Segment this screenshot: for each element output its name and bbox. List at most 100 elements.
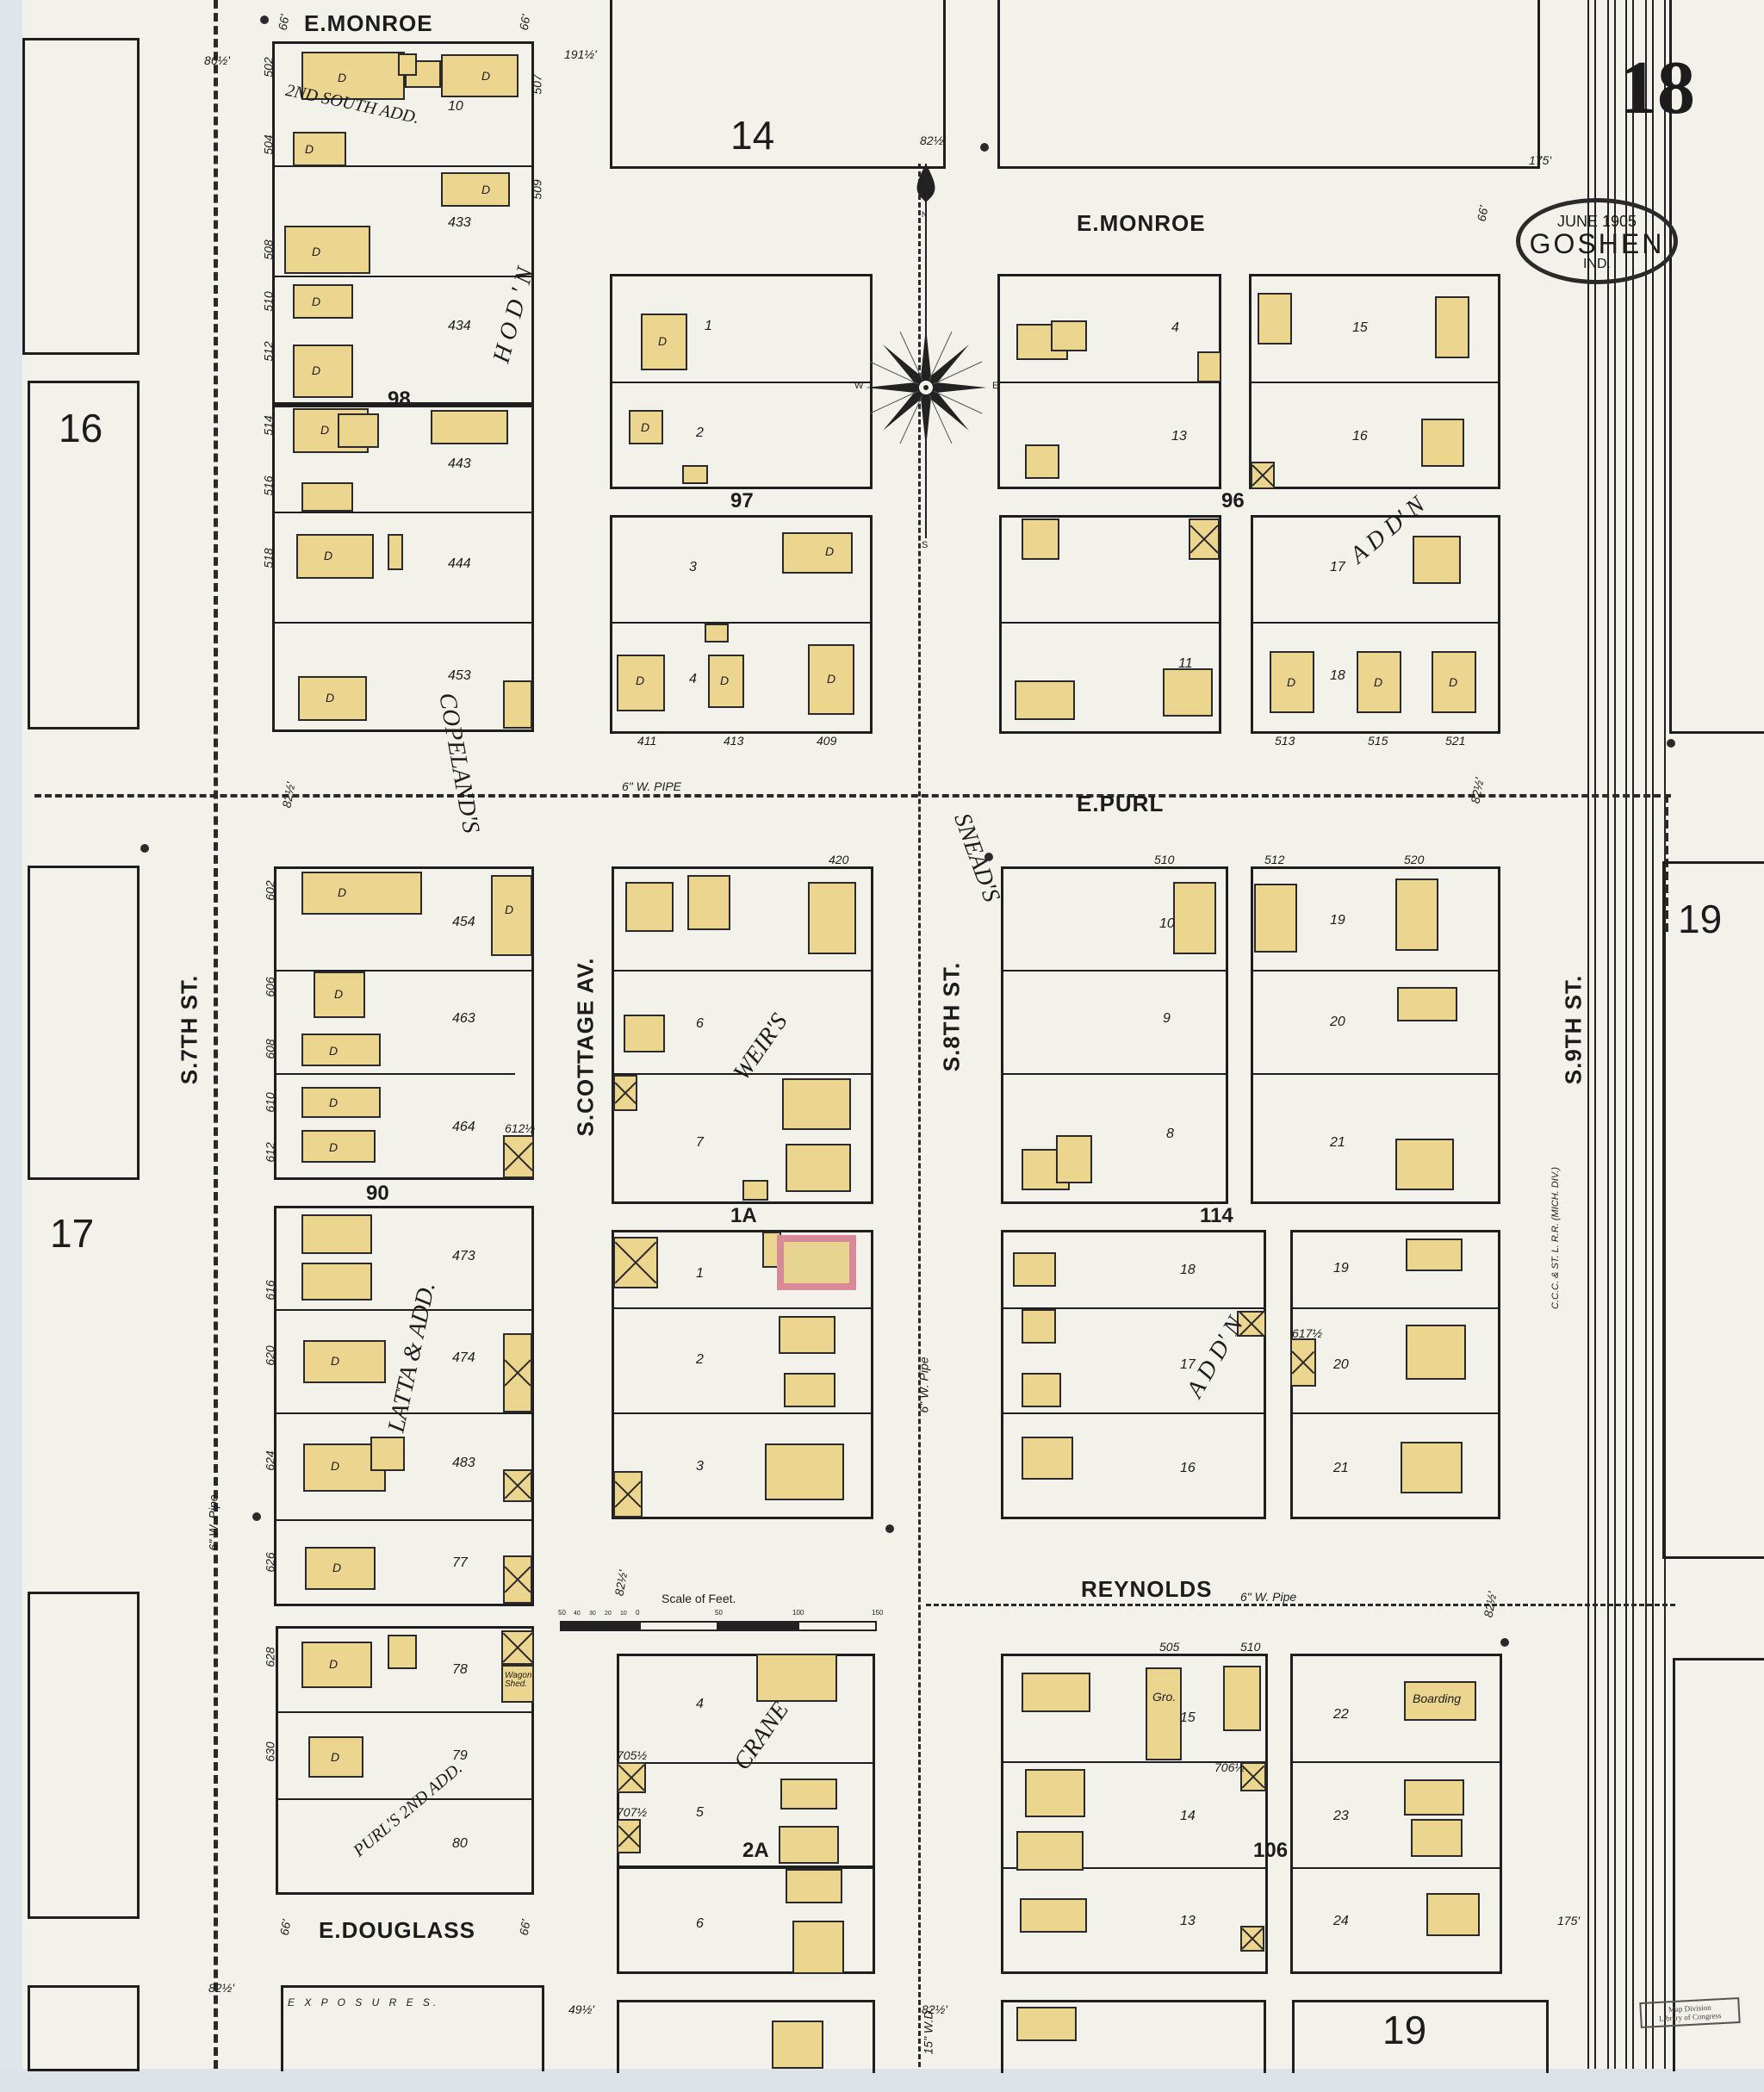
grocery[interactable]: Gro.: [1146, 1667, 1182, 1760]
dwelling[interactable]: [1022, 518, 1059, 560]
dwelling[interactable]: [782, 1078, 851, 1130]
outbuilding[interactable]: [398, 53, 417, 76]
dwelling[interactable]: [1395, 878, 1438, 951]
dwelling[interactable]: D: [782, 532, 853, 574]
stable-x[interactable]: [1189, 518, 1220, 560]
dwelling[interactable]: [1421, 419, 1464, 467]
dwelling[interactable]: [1401, 1442, 1463, 1493]
outbuilding[interactable]: [762, 1232, 781, 1268]
outbuilding[interactable]: [1056, 1135, 1092, 1183]
dwelling[interactable]: [1254, 884, 1297, 953]
dwelling[interactable]: D: [301, 872, 422, 915]
dwelling[interactable]: [792, 1921, 844, 1974]
dwelling[interactable]: [1426, 1893, 1480, 1936]
stable-x[interactable]: [501, 1630, 534, 1665]
dwelling[interactable]: [1022, 1309, 1056, 1344]
outbuilding[interactable]: [388, 534, 403, 570]
brick-dwelling[interactable]: [777, 1235, 856, 1290]
dwelling[interactable]: D: [301, 52, 405, 100]
dwelling[interactable]: [1022, 1673, 1090, 1712]
dwelling[interactable]: [431, 410, 508, 444]
dwelling[interactable]: [779, 1316, 835, 1354]
dwelling[interactable]: [1022, 1437, 1073, 1480]
stable-x[interactable]: [1251, 462, 1275, 489]
dwelling[interactable]: [1173, 882, 1216, 954]
dwelling[interactable]: [301, 1263, 372, 1301]
stable-x[interactable]: [1240, 1762, 1266, 1791]
stable-x[interactable]: [1240, 1926, 1264, 1952]
dwelling[interactable]: D: [629, 410, 663, 444]
dwelling[interactable]: [1016, 1831, 1084, 1871]
dwelling[interactable]: D: [301, 1642, 372, 1688]
dwelling[interactable]: [1016, 2007, 1077, 2041]
dwelling[interactable]: [1395, 1139, 1454, 1190]
dwelling[interactable]: [1397, 987, 1457, 1021]
dwelling[interactable]: [1013, 1252, 1056, 1287]
dwelling[interactable]: [687, 875, 730, 930]
stable-x[interactable]: [613, 1471, 643, 1518]
dwelling[interactable]: [1406, 1325, 1466, 1380]
dwelling[interactable]: D: [301, 1130, 376, 1163]
wagon-shed[interactable]: Wagon Shed.: [501, 1665, 534, 1703]
dwelling[interactable]: [784, 1373, 835, 1407]
dwelling[interactable]: D: [441, 172, 510, 207]
dwelling[interactable]: [1020, 1898, 1087, 1933]
dwelling[interactable]: [1406, 1238, 1463, 1271]
outbuilding[interactable]: [742, 1180, 768, 1201]
dwelling[interactable]: [808, 882, 856, 954]
dwelling[interactable]: D: [303, 1340, 386, 1383]
dwelling[interactable]: [1413, 536, 1461, 584]
sheet-ref-19-south[interactable]: 19: [1382, 2008, 1427, 2052]
dwelling[interactable]: D: [301, 1087, 381, 1118]
stable-x[interactable]: [503, 1333, 532, 1412]
stable-x[interactable]: [613, 1237, 658, 1288]
dwelling[interactable]: [1223, 1666, 1261, 1731]
stable[interactable]: [1197, 351, 1221, 382]
dwelling[interactable]: D: [1432, 651, 1476, 713]
stable-x[interactable]: [613, 1075, 637, 1111]
dwelling[interactable]: [1435, 296, 1469, 358]
outbuilding[interactable]: [682, 465, 708, 484]
outbuilding[interactable]: [370, 1437, 405, 1471]
dwelling[interactable]: [772, 2021, 823, 2069]
boarding-house[interactable]: Boarding: [1404, 1681, 1476, 1721]
dwelling[interactable]: D: [308, 1736, 363, 1778]
dwelling[interactable]: D: [293, 132, 346, 166]
sheet-ref-19-east[interactable]: 19: [1678, 897, 1723, 941]
dwelling[interactable]: [765, 1443, 844, 1500]
stable-x[interactable]: [617, 1762, 646, 1793]
dwelling[interactable]: D: [314, 972, 365, 1018]
stable-x[interactable]: [1290, 1338, 1316, 1387]
dwelling[interactable]: D: [1357, 651, 1401, 713]
dwelling[interactable]: [756, 1654, 837, 1702]
dwelling[interactable]: [503, 680, 532, 729]
dwelling[interactable]: D: [491, 875, 532, 956]
dwelling[interactable]: [301, 482, 353, 512]
dwelling[interactable]: [1163, 668, 1213, 717]
dwelling[interactable]: [1025, 1769, 1085, 1817]
outbuilding[interactable]: [705, 624, 729, 642]
sheet-ref-16[interactable]: 16: [59, 406, 103, 450]
dwelling[interactable]: D: [808, 644, 854, 715]
stable-x[interactable]: [503, 1469, 532, 1502]
dwelling[interactable]: [780, 1779, 837, 1810]
outbuilding[interactable]: [338, 413, 379, 448]
dwelling[interactable]: D: [296, 534, 374, 579]
dwelling[interactable]: [1258, 293, 1292, 345]
stable-x[interactable]: [503, 1135, 534, 1178]
dwelling[interactable]: [624, 1015, 665, 1052]
dwelling[interactable]: D: [298, 676, 367, 721]
dwelling[interactable]: D: [301, 1034, 381, 1066]
dwelling[interactable]: D: [284, 226, 370, 274]
dwelling[interactable]: [1015, 680, 1075, 720]
dwelling[interactable]: [301, 1214, 372, 1254]
stable-x[interactable]: [617, 1819, 641, 1853]
dwelling[interactable]: D: [441, 54, 519, 97]
outbuilding[interactable]: [388, 1635, 417, 1669]
dwelling[interactable]: [1025, 444, 1059, 479]
dwelling[interactable]: D: [293, 345, 353, 398]
dwelling[interactable]: [779, 1826, 839, 1864]
dwelling[interactable]: D: [708, 655, 744, 708]
dwelling[interactable]: [786, 1144, 851, 1192]
dwelling[interactable]: D: [641, 313, 687, 370]
